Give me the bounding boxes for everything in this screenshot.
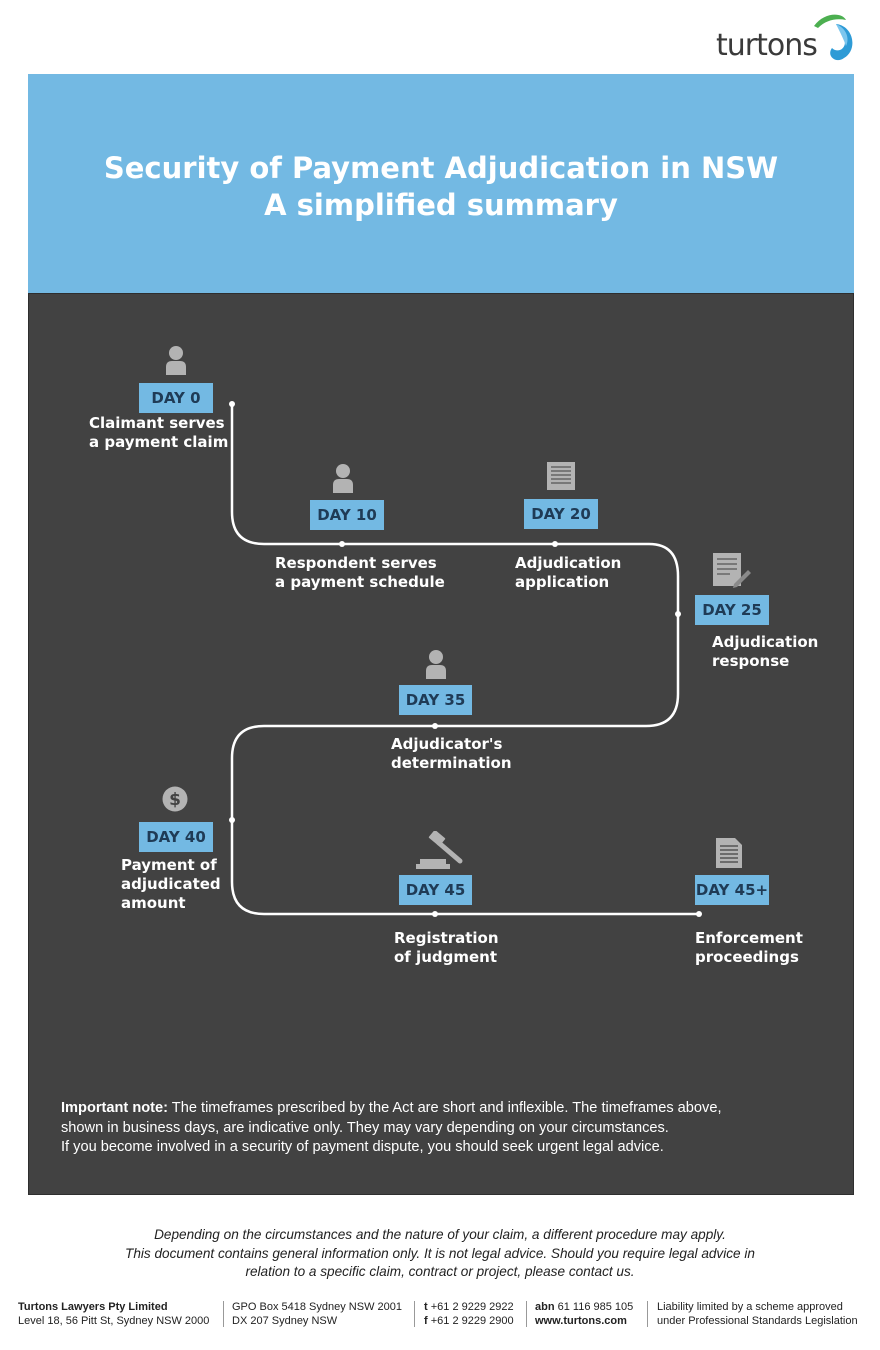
step-label-response: Adjudication response bbox=[712, 633, 819, 670]
gpo-address: GPO Box 5418 Sydney NSW 2001 bbox=[232, 1301, 402, 1313]
turtons-swirl-icon bbox=[814, 14, 853, 61]
liability-line-2: under Professional Standards Legislation bbox=[657, 1315, 858, 1327]
disclaimer-line-1: Depending on the circumstances and the n… bbox=[154, 1227, 726, 1242]
fax-label: f bbox=[424, 1315, 428, 1327]
dx-address: DX 207 Sydney NSW bbox=[232, 1315, 338, 1327]
step-label-determination: Adjudicator's determination bbox=[391, 735, 512, 772]
step-label-enforcement: Enforcement proceedings bbox=[695, 929, 803, 966]
svg-text:$: $ bbox=[169, 790, 181, 810]
phone-label: t bbox=[424, 1301, 428, 1313]
footer-divider bbox=[647, 1301, 648, 1327]
footer-postal: GPO Box 5418 Sydney NSW 2001 DX 207 Sydn… bbox=[232, 1300, 402, 1328]
company-name: Turtons Lawyers Pty Limited bbox=[18, 1301, 168, 1313]
person-icon bbox=[166, 346, 186, 375]
title-line-1: Security of Payment Adjudication in NSW bbox=[103, 151, 779, 185]
document-icon bbox=[547, 462, 575, 490]
footer-divider bbox=[526, 1301, 527, 1327]
day-badge-45: DAY 45 bbox=[399, 875, 472, 905]
disclaimer: Depending on the circumstances and the n… bbox=[0, 1226, 880, 1282]
timeline-path bbox=[229, 401, 702, 917]
liability-line-1: Liability limited by a scheme approved bbox=[657, 1301, 843, 1313]
disclaimer-line-2: This document contains general informati… bbox=[125, 1245, 755, 1261]
note-lead: Important note: bbox=[61, 1100, 169, 1116]
footer-liability: Liability limited by a scheme approved u… bbox=[657, 1300, 858, 1328]
company-address: Level 18, 56 Pitt St, Sydney NSW 2000 bbox=[18, 1315, 210, 1327]
step-label-payment: Payment of adjudicated amount bbox=[121, 856, 221, 912]
footer-contact: t +61 2 9229 2922 f +61 2 9229 2900 bbox=[424, 1300, 514, 1328]
timeline-panel: $ DAY 0 DAY 10 DAY 20 DAY 25 DAY 35 DAY … bbox=[28, 293, 854, 1195]
abn-number: 61 116 985 105 bbox=[557, 1301, 634, 1313]
day-badge-20: DAY 20 bbox=[524, 499, 598, 529]
note-line-2: shown in business days, are indicative o… bbox=[61, 1119, 669, 1136]
dollar-icon: $ bbox=[162, 786, 188, 812]
title-banner: Security of Payment Adjudication in NSW … bbox=[28, 74, 854, 293]
day-badge-40: DAY 40 bbox=[139, 822, 213, 852]
logo-wordmark: turtons bbox=[716, 28, 818, 63]
title-line-2: A simplified summary bbox=[264, 188, 618, 222]
person-icon bbox=[333, 464, 353, 493]
turtons-logo: turtons bbox=[716, 10, 856, 66]
gavel-icon bbox=[416, 831, 463, 869]
fax-number: +61 2 9229 2900 bbox=[430, 1315, 514, 1327]
footer-divider bbox=[223, 1301, 224, 1327]
page-title: Security of Payment Adjudication in NSW … bbox=[28, 150, 854, 224]
document-pen-icon bbox=[713, 553, 751, 588]
document-icon bbox=[716, 838, 742, 868]
footer-divider bbox=[414, 1301, 415, 1327]
note-line-1: The timeframes prescribed by the Act are… bbox=[168, 1100, 722, 1116]
step-label-application: Adjudication application bbox=[515, 554, 622, 591]
step-label-registration: Registration of judgment bbox=[394, 929, 499, 966]
step-label-claim: Claimant serves a payment claim bbox=[89, 414, 229, 451]
footer-abn-web: abn 61 116 985 105 www.turtons.com bbox=[535, 1300, 633, 1328]
day-badge-25: DAY 25 bbox=[695, 595, 769, 625]
day-badge-10: DAY 10 bbox=[310, 500, 384, 530]
phone-number[interactable]: +61 2 9229 2922 bbox=[430, 1301, 514, 1313]
person-icon bbox=[426, 650, 446, 679]
abn-label: abn bbox=[535, 1301, 555, 1313]
website-link[interactable]: www.turtons.com bbox=[535, 1315, 627, 1327]
note-line-3: If you become involved in a security of … bbox=[61, 1139, 664, 1155]
footer-company: Turtons Lawyers Pty Limited Level 18, 56… bbox=[18, 1300, 209, 1328]
day-badge-45-plus: DAY 45+ bbox=[695, 875, 769, 905]
disclaimer-line-3: relation to a specific claim, contract o… bbox=[245, 1264, 635, 1279]
step-label-schedule: Respondent serves a payment schedule bbox=[275, 554, 445, 591]
day-badge-0: DAY 0 bbox=[139, 383, 213, 413]
important-note: Important note: The timeframes prescribe… bbox=[61, 1099, 841, 1158]
day-badge-35: DAY 35 bbox=[399, 685, 472, 715]
